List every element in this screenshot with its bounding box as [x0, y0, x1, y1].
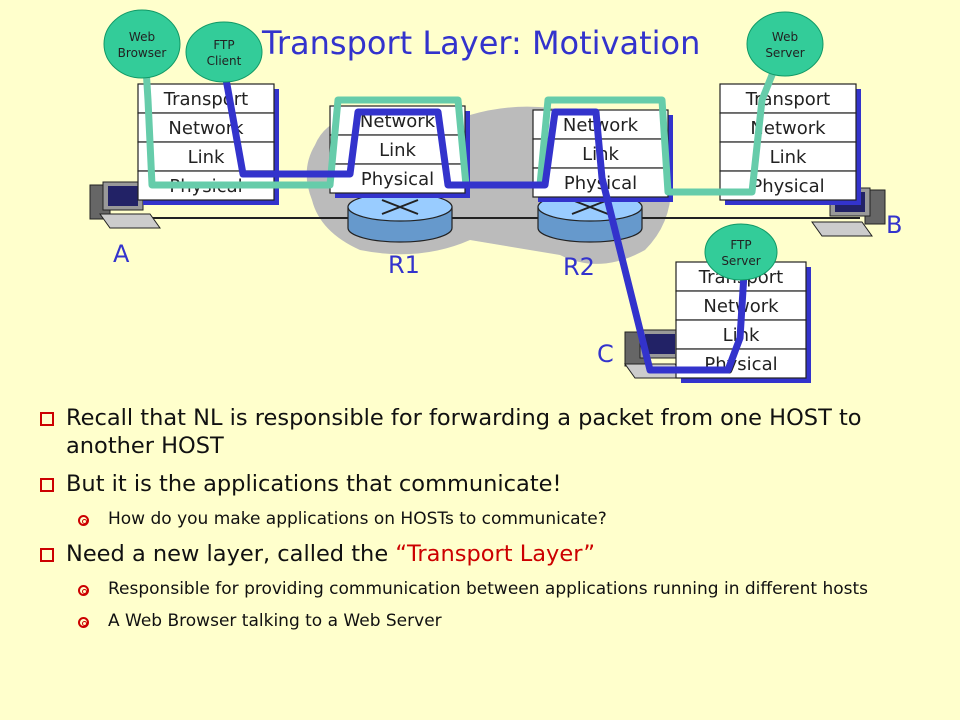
- layer-label: Network: [168, 118, 244, 139]
- host-c-letter: C: [597, 340, 614, 368]
- bullet-text: Need a new layer, called the: [66, 541, 396, 567]
- bullet-text: Responsible for providing communication …: [108, 579, 869, 599]
- bubble-label: Client: [207, 54, 242, 68]
- layer-label: Link: [188, 147, 225, 168]
- layer-label: Physical: [361, 169, 434, 190]
- bubble-label: Web: [129, 30, 155, 44]
- sub-bullet-item: A Web Browser talking to a Web Server: [40, 610, 940, 632]
- bubble-label: FTP: [213, 38, 234, 52]
- host-a-letter: A: [113, 240, 130, 268]
- bubble-label: Browser: [118, 46, 167, 60]
- bullet-item: Recall that NL is responsible for forwar…: [40, 404, 940, 460]
- router-r1-device: [347, 192, 453, 243]
- bullet-text: But it is the applications that communic…: [66, 471, 562, 497]
- layer-box: [137, 141, 275, 172]
- layer-label: Network: [750, 118, 826, 139]
- host-b-letter: B: [886, 211, 902, 239]
- sub-bullet-item: How do you make applications on HOSTs to…: [40, 508, 940, 530]
- layer-label: Transport: [163, 89, 248, 110]
- bullet-text: A Web Browser talking to a Web Server: [108, 611, 442, 631]
- bullet-text: Recall that NL is responsible for forwar…: [66, 405, 862, 459]
- router-r2-label: R2: [563, 253, 595, 281]
- layer-label: Physical: [751, 176, 824, 197]
- sub-bullet-item: Responsible for providing communication …: [40, 578, 940, 600]
- layer-label: Link: [770, 147, 807, 168]
- circle-bullet-icon: [78, 585, 89, 596]
- layer-label: Link: [379, 140, 416, 161]
- circle-bullet-icon: [78, 617, 89, 628]
- layer-label: Network: [360, 111, 436, 132]
- router-r1-label: R1: [388, 251, 420, 279]
- bullet-item: Need a new layer, called the “Transport …: [40, 540, 940, 568]
- layer-label: Transport: [745, 89, 830, 110]
- circle-bullet-icon: [78, 515, 89, 526]
- bubble-label: Server: [721, 254, 760, 268]
- layer-box: [719, 112, 857, 143]
- ftp-server-bubble: FTP Server: [704, 223, 778, 281]
- network-diagram: TransportNetworkLinkPhysicalTransportNet…: [89, 9, 902, 383]
- bullet-item: But it is the applications that communic…: [40, 470, 940, 498]
- layer-box: [719, 141, 857, 172]
- layer-label: Network: [563, 115, 639, 136]
- layer-box: [137, 112, 275, 143]
- bubble-label: Web: [772, 30, 798, 44]
- bubble-label: Server: [765, 46, 804, 60]
- bullet-list: Recall that NL is responsible for forwar…: [40, 404, 940, 642]
- layer-box: [719, 83, 857, 114]
- bullet-highlight: “Transport Layer”: [395, 541, 596, 567]
- ftp-client-bubble: FTP Client: [185, 21, 263, 83]
- page-title: Transport Layer: Motivation: [262, 24, 701, 62]
- ftp-path-blue: [218, 54, 749, 374]
- bullet-text: How do you make applications on HOSTs to…: [108, 509, 607, 529]
- computer-a-icon: [89, 181, 161, 229]
- bubble-label: FTP: [730, 238, 751, 252]
- square-bullet-icon: [40, 412, 54, 426]
- square-bullet-icon: [40, 548, 54, 562]
- square-bullet-icon: [40, 478, 54, 492]
